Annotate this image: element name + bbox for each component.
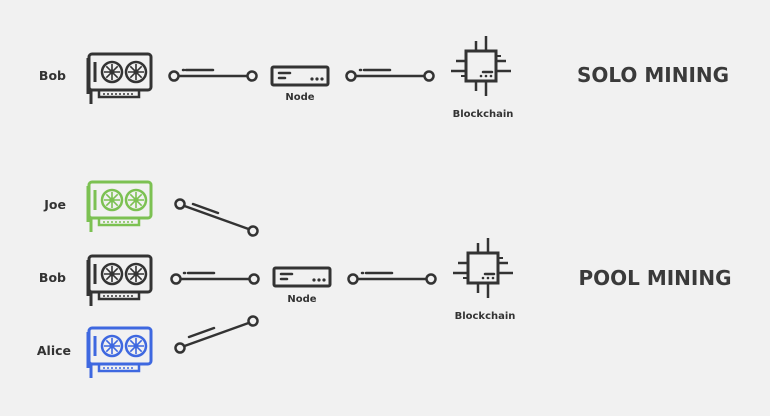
pool-link-joe [174,198,259,237]
pool-blockchain-label: Blockchain [455,311,516,322]
pool-link-node-blockchain [347,271,437,285]
pool-link-alice [174,315,259,354]
pool-link-bob [170,271,260,285]
solo-mining-title: SOLO MINING [577,63,729,87]
solo-blockchain-label: Blockchain [453,109,514,120]
solo-blockchain-chip-icon [449,34,513,98]
solo-miner-name: Bob [39,68,66,83]
pool-miner-name-joe: Joe [43,197,66,212]
pool-mining-section: Joe Bob Alice Node [37,180,732,380]
pool-server-node-icon [272,266,332,288]
solo-node-label: Node [285,92,314,103]
solo-server-node-icon [270,65,330,87]
solo-link-gpu-node [168,68,258,82]
solo-bob-graphics-card-icon [86,52,153,106]
pool-alice-graphics-card-icon [86,326,153,380]
pool-node-label: Node [287,294,316,305]
pool-miner-name-alice: Alice [37,343,71,358]
pool-mining-title: POOL MINING [578,266,731,290]
solo-mining-section: Bob Node Blockchain SOLO MINING [39,34,729,120]
pool-bob-graphics-card-icon [86,254,153,308]
solo-link-node-blockchain [345,68,435,82]
pool-miner-name-bob: Bob [39,270,66,285]
pool-joe-graphics-card-icon [86,180,153,234]
pool-blockchain-chip-icon [451,236,515,300]
